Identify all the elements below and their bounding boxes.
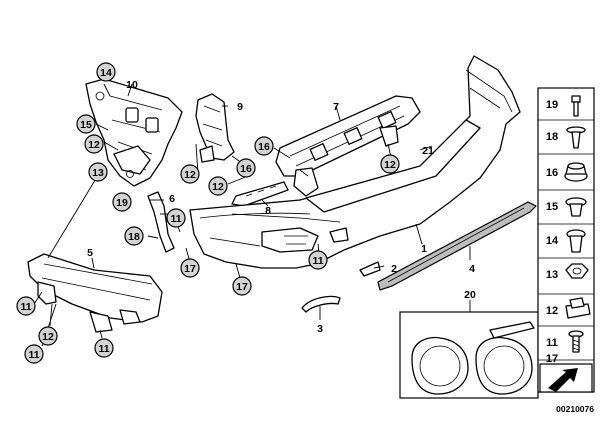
callout-11-a: 11	[16, 296, 36, 316]
svg-text:21: 21	[422, 145, 434, 157]
callout-21: 21	[422, 145, 434, 157]
svg-text:2: 2	[391, 263, 397, 275]
fastener-panel: 19 18 16 15 14 13 12 11 17	[537, 87, 595, 393]
svg-text:11: 11	[546, 337, 558, 349]
part-3-reflector	[301, 295, 341, 313]
callout-1: 1	[421, 243, 427, 255]
svg-text:14: 14	[100, 67, 112, 79]
arrow-icon	[539, 363, 593, 393]
callout-16-a: 16	[254, 136, 274, 156]
callout-12-low: 12	[208, 176, 228, 196]
callout-3: 3	[317, 323, 323, 335]
callout-6: 6	[169, 193, 175, 205]
svg-text:11: 11	[20, 301, 31, 313]
svg-text:13: 13	[546, 269, 558, 281]
svg-text:19: 19	[546, 99, 558, 111]
callout-8: 8	[265, 205, 271, 217]
callout-9: 9	[237, 101, 243, 113]
nut-13-icon	[565, 263, 589, 279]
part-1-bumper	[189, 55, 521, 269]
svg-text:13: 13	[92, 167, 104, 179]
svg-text:11: 11	[98, 343, 109, 355]
svg-text:12: 12	[184, 169, 196, 181]
callout-17-mid: 17	[180, 258, 200, 278]
part-7-bracket	[275, 95, 421, 197]
svg-text:15: 15	[80, 119, 92, 131]
callout-13: 13	[88, 162, 108, 182]
svg-text:14: 14	[546, 235, 559, 247]
clip-12-icon	[565, 297, 591, 319]
svg-text:18: 18	[128, 231, 140, 243]
svg-text:19: 19	[116, 197, 128, 209]
clip-14-icon	[566, 229, 586, 253]
callout-11-mid: 11	[166, 208, 186, 228]
svg-text:11: 11	[28, 349, 39, 361]
svg-text:17: 17	[546, 353, 558, 365]
svg-text:17: 17	[184, 263, 196, 275]
svg-text:12: 12	[212, 181, 224, 193]
part-5-side-piece	[27, 253, 163, 333]
callout-5: 5	[87, 247, 93, 259]
svg-text:20: 20	[464, 289, 476, 301]
callout-14-top: 14	[96, 62, 116, 82]
svg-text:16: 16	[546, 167, 558, 179]
svg-text:10: 10	[126, 79, 138, 91]
svg-text:9: 9	[237, 101, 243, 113]
svg-text:6: 6	[169, 193, 175, 205]
svg-text:12: 12	[42, 331, 54, 343]
svg-text:11: 11	[312, 255, 323, 267]
svg-text:4: 4	[469, 263, 475, 275]
callout-16-b: 16	[236, 158, 256, 178]
callout-19-left: 19	[112, 192, 132, 212]
callout-12-right: 12	[380, 154, 400, 174]
nut-15-icon	[565, 197, 587, 217]
rivet-19-icon	[571, 95, 581, 117]
part-10-bracket	[85, 78, 183, 187]
svg-text:1: 1	[421, 243, 427, 255]
svg-text:3: 3	[317, 323, 323, 335]
callout-11-c: 11	[94, 338, 114, 358]
svg-text:15: 15	[546, 201, 558, 213]
svg-text:16: 16	[240, 163, 252, 175]
callout-12-bottom: 12	[38, 326, 58, 346]
callout-17-bottom: 17	[232, 276, 252, 296]
clip-18-icon	[566, 126, 586, 149]
callout-12-bracket: 12	[84, 134, 104, 154]
svg-text:7: 7	[333, 101, 339, 113]
callout-4: 4	[469, 263, 475, 275]
callout-2: 2	[391, 263, 397, 275]
svg-text:16: 16	[258, 141, 270, 153]
svg-text:8: 8	[265, 205, 271, 217]
svg-text:18: 18	[546, 131, 558, 143]
part-6-strip	[147, 191, 175, 253]
part-4-strip	[377, 201, 537, 291]
callout-11-d: 11	[308, 250, 328, 270]
part-8-bracket	[231, 181, 289, 207]
svg-text:12: 12	[384, 159, 396, 171]
callout-15-left: 15	[76, 114, 96, 134]
part-9-bracket	[195, 93, 235, 163]
svg-text:12: 12	[546, 305, 558, 317]
screw-11-icon	[568, 330, 584, 353]
callout-18-left: 18	[124, 226, 144, 246]
part-2-clip	[359, 261, 381, 277]
part-20-box	[399, 311, 539, 399]
nut-16-icon	[564, 162, 588, 182]
reference-code: 00210076	[556, 404, 594, 414]
callout-10: 10	[126, 79, 138, 91]
svg-text:12: 12	[88, 139, 100, 151]
callout-7: 7	[333, 101, 339, 113]
svg-text:5: 5	[87, 247, 93, 259]
svg-text:11: 11	[170, 213, 181, 225]
callout-20: 20	[464, 289, 476, 301]
callout-12-mid: 12	[180, 164, 200, 184]
callout-11-b: 11	[24, 344, 44, 364]
svg-text:17: 17	[236, 281, 248, 293]
